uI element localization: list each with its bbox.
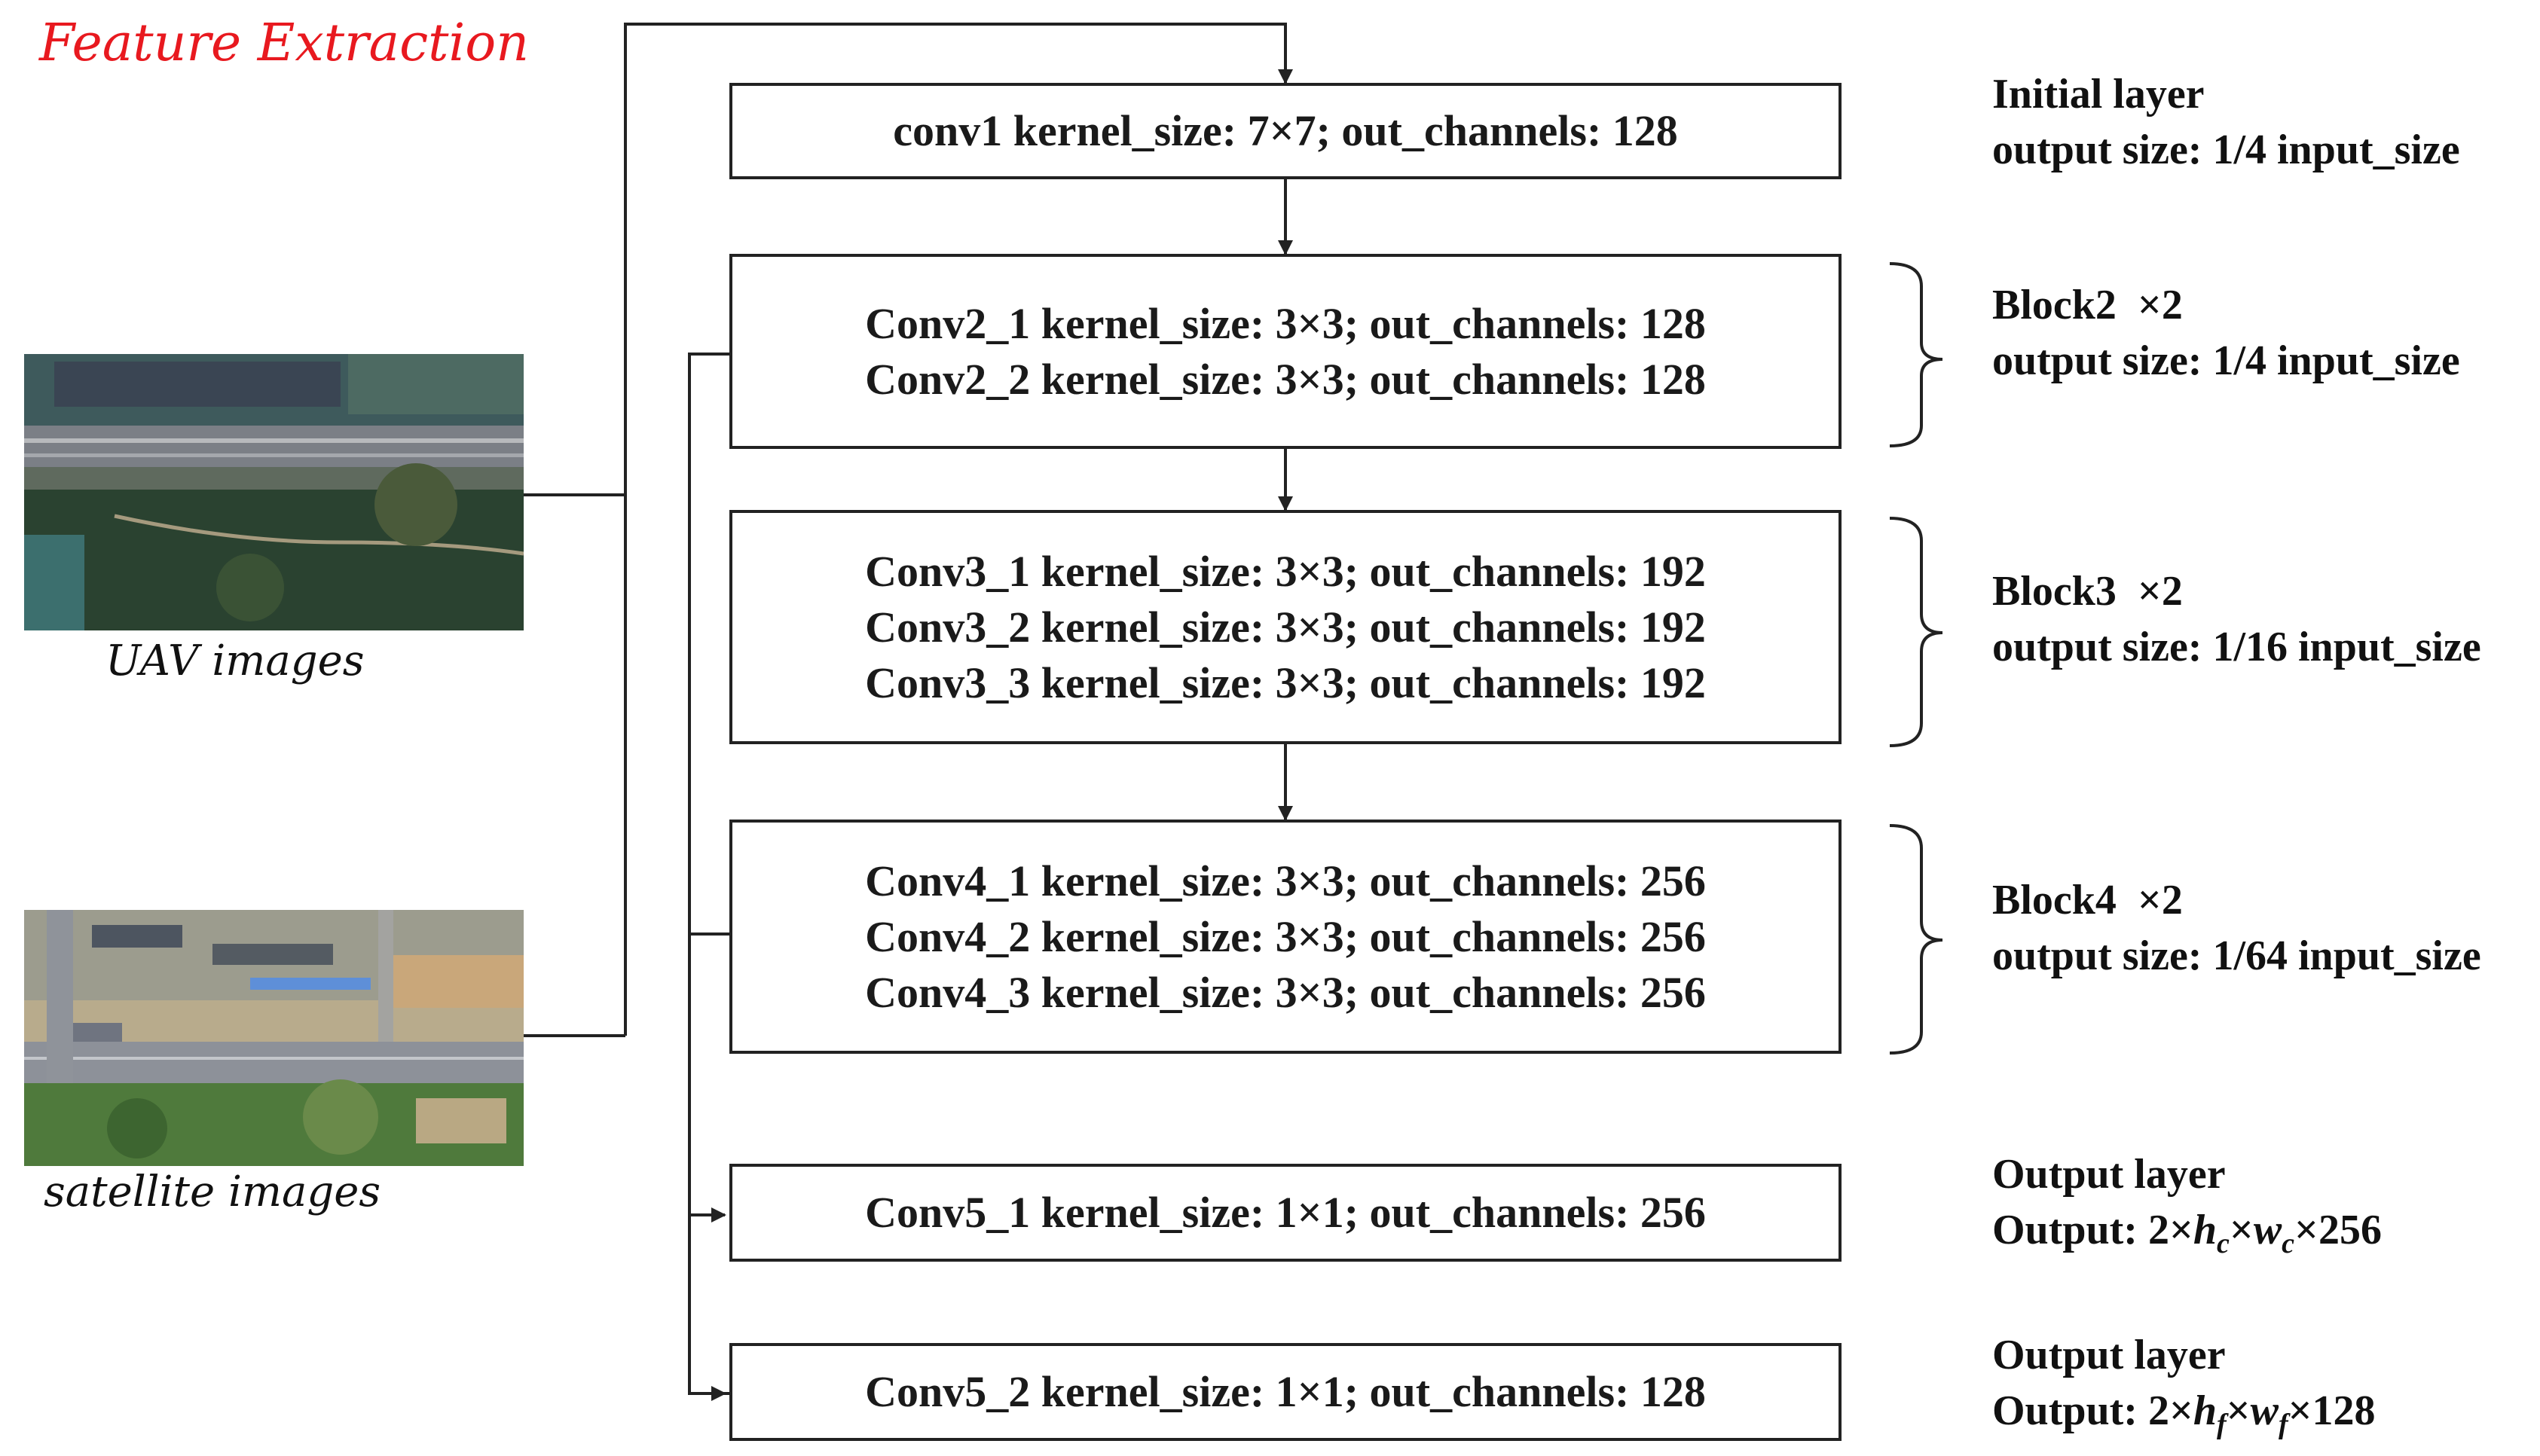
brace-block4 (1889, 824, 1943, 1055)
output-c-w-sub: c (2282, 1228, 2295, 1259)
output-layer-c-detail: Output: 2×hc×wc×256 (1992, 1207, 2382, 1259)
branch-line (688, 353, 731, 1395)
output-layer-f-detail: Output: 2×hf×wf×128 (1992, 1387, 2376, 1440)
output-c-h-sub: c (2217, 1228, 2230, 1259)
output-f-prefix: Output: 2× (1992, 1387, 2193, 1434)
conv5-1-line: Conv5_1 kernel_size: 1×1; out_channels: … (865, 1188, 1706, 1237)
block3-annotation: Block3 ×2 output size: 1/16 input_size (1992, 563, 2481, 675)
output-f-h: h (2193, 1387, 2218, 1434)
conv4-1-line: Conv4_1 kernel_size: 3×3; out_channels: … (865, 856, 1706, 905)
conv2-2-line: Conv2_2 kernel_size: 3×3; out_channels: … (865, 354, 1706, 404)
conv5-1-box: Conv5_1 kernel_size: 1×1; out_channels: … (729, 1164, 1842, 1262)
uav-image (24, 354, 524, 630)
block3-name: Block3 ×2 (1992, 568, 2183, 615)
block3-detail: output size: 1/16 input_size (1992, 624, 2481, 670)
block2-box: Conv2_1 kernel_size: 3×3; out_channels: … (729, 254, 1842, 449)
conv3-1-line: Conv3_1 kernel_size: 3×3; out_channels: … (865, 546, 1706, 596)
conv1-box: conv1 kernel_size: 7×7; out_channels: 12… (729, 83, 1842, 179)
output-layer-c-name: Output layer (1992, 1151, 2226, 1198)
block4-name: Block4 ×2 (1992, 877, 2183, 923)
conv3-3-line: Conv3_3 kernel_size: 3×3; out_channels: … (865, 658, 1706, 707)
output-c-h: h (2193, 1207, 2218, 1253)
conv4-3-line: Conv4_3 kernel_size: 3×3; out_channels: … (865, 967, 1706, 1017)
conv5-2-box: Conv5_2 kernel_size: 1×1; out_channels: … (729, 1343, 1842, 1441)
figure-title: Feature Extraction (39, 14, 529, 73)
merge-wire (624, 23, 1293, 1036)
block2-detail: output size: 1/4 input_size (1992, 337, 2460, 384)
brace-block3 (1889, 517, 1943, 747)
satellite-image (24, 910, 524, 1166)
output-f-w-sub: f (2278, 1409, 2288, 1440)
conv2-1-line: Conv2_1 kernel_size: 3×3; out_channels: … (865, 298, 1706, 348)
output-c-prefix: Output: 2× (1992, 1207, 2193, 1253)
block2-annotation: Block2 ×2 output size: 1/4 input_size (1992, 277, 2460, 389)
uav-images-label: UAV images (105, 636, 365, 685)
conv3-2-line: Conv3_2 kernel_size: 3×3; out_channels: … (865, 602, 1706, 652)
block4-box: Conv4_1 kernel_size: 3×3; out_channels: … (729, 820, 1842, 1054)
output-c-suffix: ×256 (2294, 1207, 2382, 1253)
conv5-2-line: Conv5_2 kernel_size: 1×1; out_channels: … (865, 1367, 1706, 1416)
output-f-w: w (2250, 1387, 2279, 1434)
block3-box: Conv3_1 kernel_size: 3×3; out_channels: … (729, 510, 1842, 744)
output-layer-c-annotation: Output layer Output: 2×hc×wc×256 (1992, 1146, 2382, 1258)
output-c-w: w (2253, 1207, 2282, 1253)
initial-layer-detail: output size: 1/4 input_size (1992, 127, 2460, 173)
output-f-h-sub: f (2217, 1409, 2227, 1440)
conv4-2-line: Conv4_2 kernel_size: 3×3; out_channels: … (865, 911, 1706, 961)
initial-layer-annotation: Initial layer output size: 1/4 input_siz… (1992, 66, 2460, 178)
output-f-suffix: ×128 (2288, 1387, 2376, 1434)
brace-block2 (1889, 262, 1943, 447)
initial-layer-name: Initial layer (1992, 71, 2205, 118)
conv1-line: conv1 kernel_size: 7×7; out_channels: 12… (893, 106, 1678, 155)
block2-name: Block2 ×2 (1992, 282, 2183, 328)
output-layer-f-name: Output layer (1992, 1332, 2226, 1378)
output-layer-f-annotation: Output layer Output: 2×hf×wf×128 (1992, 1327, 2376, 1439)
block4-detail: output size: 1/64 input_size (1992, 933, 2481, 979)
satellite-images-label: satellite images (44, 1168, 381, 1216)
block4-annotation: Block4 ×2 output size: 1/64 input_size (1992, 872, 2481, 984)
